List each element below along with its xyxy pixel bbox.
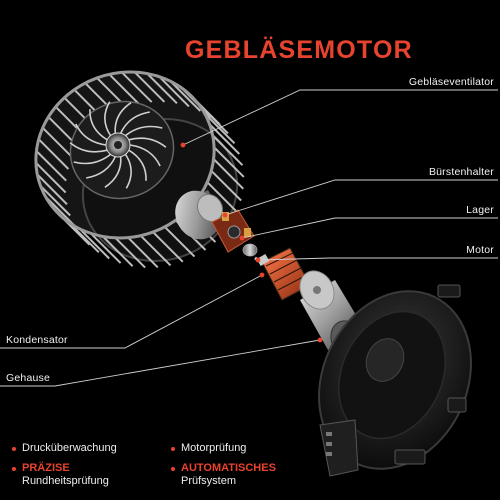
fan-blade xyxy=(206,181,238,213)
fan-blade xyxy=(127,236,159,269)
housing xyxy=(318,284,472,477)
fan-blade xyxy=(152,231,184,263)
feature-motor-test: Motorprüfung xyxy=(181,442,247,454)
fan-blade xyxy=(211,134,244,166)
fan-blade xyxy=(212,158,245,190)
fan-blade xyxy=(108,73,140,105)
label-capacitor: Kondensator xyxy=(6,334,68,346)
label-motor: Motor xyxy=(466,244,494,256)
fan-blade xyxy=(78,227,110,260)
fan-blade xyxy=(139,234,172,267)
fan-spoke xyxy=(128,137,167,148)
fan-blade xyxy=(208,123,241,155)
fan-blade xyxy=(41,127,74,159)
fan-spoke xyxy=(104,101,112,137)
fan-blade xyxy=(35,162,67,194)
fan-spoke xyxy=(104,156,122,188)
fan-blade xyxy=(158,75,190,108)
fan-blade xyxy=(36,173,68,206)
brush-holder xyxy=(211,209,255,253)
fan-blade xyxy=(44,195,76,227)
fan-spoke xyxy=(124,153,132,189)
fan-spoke xyxy=(89,109,108,141)
bullet-dot xyxy=(171,447,175,451)
leader-dots xyxy=(180,142,323,343)
bearing xyxy=(242,243,258,257)
blower-fan xyxy=(34,70,245,269)
feature-pressure: Drucküberwachung xyxy=(22,442,117,454)
fan-spoke xyxy=(86,156,117,179)
fan-blade xyxy=(203,112,236,145)
fan-spoke xyxy=(119,111,150,134)
label-brush-holder: Bürstenhalter xyxy=(428,166,494,178)
fan-blade xyxy=(164,226,196,258)
fan-blade xyxy=(102,235,134,267)
fan-blade xyxy=(37,138,70,170)
label-fan: Gebläseventilator xyxy=(408,76,494,88)
fan-spoke xyxy=(73,153,111,165)
fan-blade xyxy=(169,80,202,112)
diagram-title: GEBLÄSEMOTOR xyxy=(185,36,413,64)
fan-spoke xyxy=(69,142,108,153)
fan-spoke xyxy=(128,149,147,181)
fan-blade xyxy=(35,150,67,182)
label-bearing: Lager xyxy=(466,204,494,216)
leader-lines xyxy=(0,89,498,387)
label-housing: Gehause xyxy=(6,372,51,384)
bullet-dot xyxy=(12,467,16,471)
fan-blade xyxy=(114,237,146,269)
bullet-dot xyxy=(12,447,16,451)
fan-blade xyxy=(121,71,153,103)
fan-blade xyxy=(90,232,122,264)
fan-blade xyxy=(39,185,71,217)
bullet-dot xyxy=(171,467,175,471)
fan-blade xyxy=(146,72,178,105)
fan-blade xyxy=(133,71,166,103)
fan-blade xyxy=(210,170,242,202)
fan-spoke xyxy=(129,144,161,167)
motor-end-cap xyxy=(175,190,225,240)
fan-spoke xyxy=(125,125,163,137)
fan-blade xyxy=(213,146,245,178)
fan-spoke xyxy=(114,102,132,134)
fan-spoke xyxy=(75,123,107,146)
